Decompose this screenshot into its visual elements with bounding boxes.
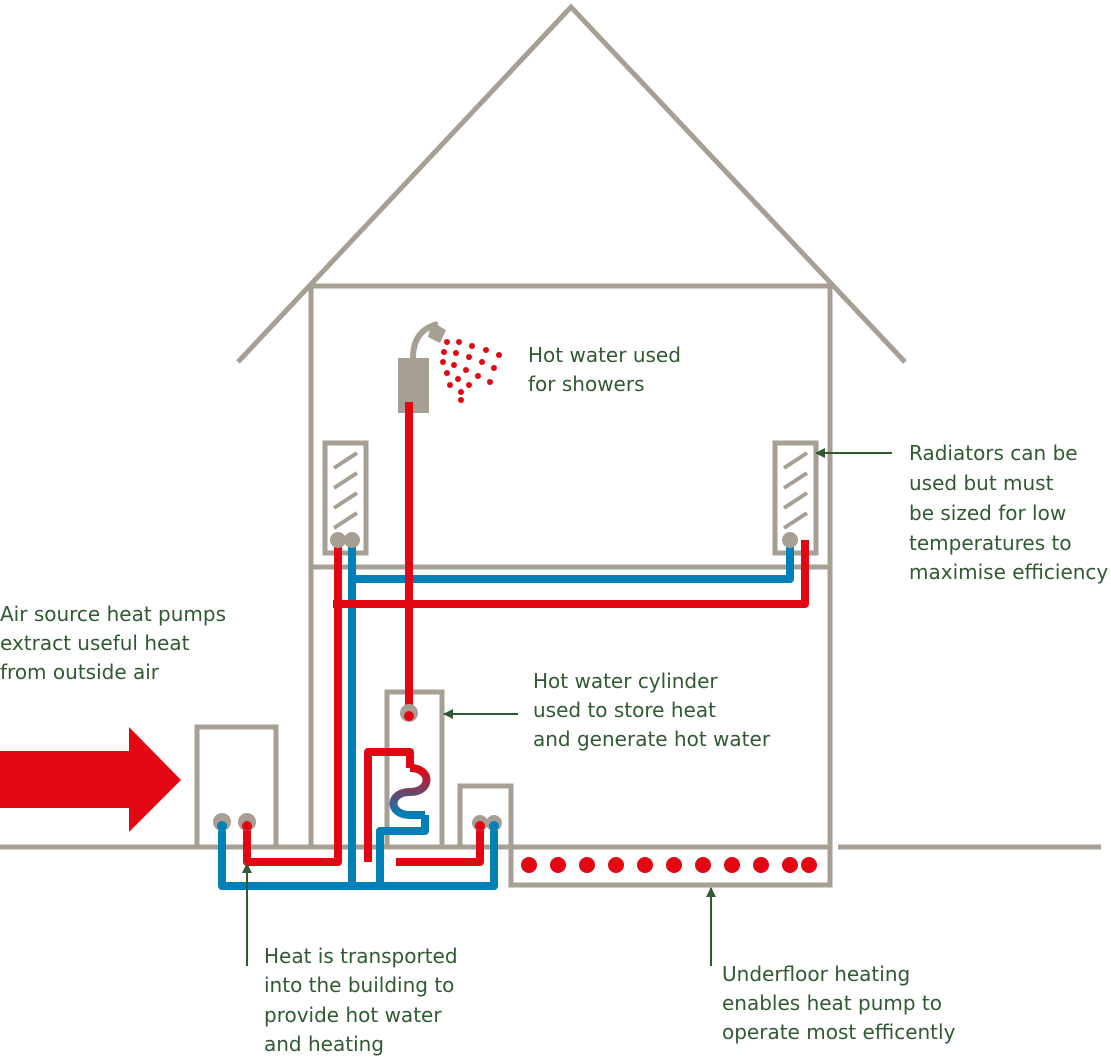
outside-air-arrow-icon: [0, 727, 181, 832]
house-structure: [0, 3, 1101, 888]
hot-water-cylinder: [384, 689, 445, 850]
underfloor-heating-pipes: [521, 857, 817, 873]
radiators-label: Radiators can be used but must be sized …: [909, 441, 1108, 584]
air-source-label: Air source heat pumps extract useful hea…: [0, 602, 232, 684]
left-radiator-hatching: [332, 451, 359, 530]
cold-connectors: [217, 821, 499, 831]
roof: [236, 3, 907, 364]
underfloor-label: Underfloor heating enables heat pump to …: [722, 962, 956, 1044]
showers-label: Hot water used for showers: [528, 343, 687, 396]
underfloor-box: [508, 844, 833, 888]
cylinder-label: Hot water cylinder used to store heat an…: [533, 669, 771, 751]
shower-head-icon: [398, 321, 446, 413]
shower-water-spray: [440, 339, 502, 403]
hot-flow-pipes: [243, 402, 809, 866]
cold-return-pipes: [218, 540, 794, 890]
right-radiator-hatching: [782, 451, 809, 530]
transport-label: Heat is transported into the building to…: [264, 944, 464, 1056]
cylinder-heating-coil: [389, 764, 431, 819]
control-box: [457, 783, 514, 850]
left-radiator: [322, 440, 369, 556]
callout-arrows: [242, 448, 892, 966]
heat-pump-unit: [194, 724, 279, 850]
right-radiator: [772, 440, 819, 556]
hot-connectors: [242, 711, 485, 831]
